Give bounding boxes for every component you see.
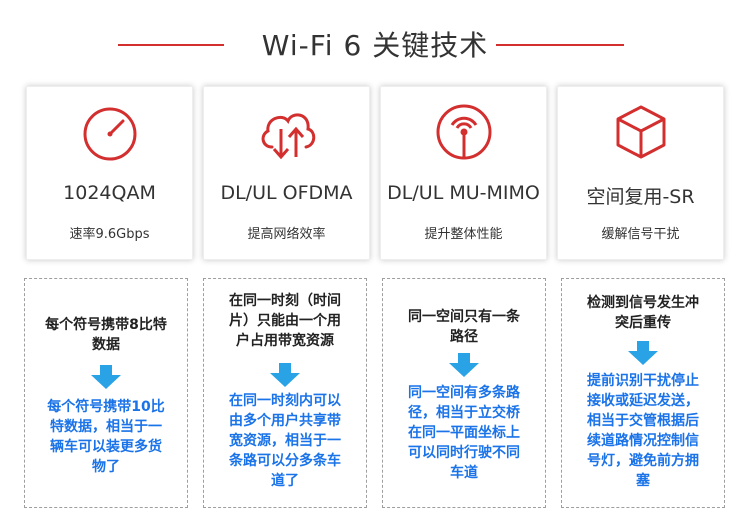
text-line: 户占用带宽资源 [236, 333, 334, 349]
text-line: 相当于交管根据后 [587, 413, 699, 429]
before-text: 在同一时刻（时间 片）只能由一个用 户占用带宽资源 [214, 291, 356, 351]
text-line: 同一空间只有一条 [408, 309, 520, 325]
text-line: 接收或延迟发送， [587, 393, 699, 409]
text-line: 路径 [450, 329, 478, 345]
title-divider-right [496, 44, 624, 46]
arrow-down-icon [270, 363, 300, 387]
feature-card-ofdma: DL/UL OFDMA 提高网络效率 [203, 86, 370, 260]
card-title: 1024QAM [63, 182, 156, 204]
compare-panel-1024qam: 每个符号携带8比特 数据 每个符号携带10比 特数据，相当于一 辆车可以装更多货… [24, 278, 188, 508]
feature-card-1024qam: 1024QAM 速率9.6Gbps [26, 86, 193, 260]
antenna-signal-icon [433, 101, 495, 163]
before-text: 每个符号携带8比特 数据 [35, 315, 177, 355]
text-line: 在同一平面坐标上 [408, 425, 520, 441]
card-title: DL/UL MU-MIMO [387, 182, 540, 204]
text-line: 片）只能由一个用 [229, 313, 341, 329]
text-line: 车道 [450, 465, 478, 481]
arrow-down-icon [449, 353, 479, 377]
text-line: 提前识别干扰停止 [587, 373, 699, 389]
after-text: 每个符号携带10比 特数据，相当于一 辆车可以装更多货 物了 [35, 397, 177, 477]
cube-icon [610, 101, 672, 163]
section-header: Wi-Fi 6 关键技术 [0, 18, 750, 70]
feature-card-mu-mimo: DL/UL MU-MIMO 提升整体性能 [380, 86, 547, 260]
after-text: 提前识别干扰停止 接收或延迟发送， 相当于交管根据后 续道路情况控制信 号灯，避… [572, 371, 714, 491]
text-line: 辆车可以装更多货 [50, 439, 162, 455]
text-line: 每个符号携带10比 [47, 399, 165, 415]
text-line: 续道路情况控制信 [587, 433, 699, 449]
card-description: 速率9.6Gbps [69, 227, 150, 242]
arrow-down-icon [91, 365, 121, 389]
text-line: 同一空间有多条路 [408, 385, 520, 401]
text-line: 在同一时刻（时间 [229, 293, 341, 309]
compare-panel-mu-mimo: 同一空间只有一条 路径 同一空间有多条路 径，相当于立交桥 在同一平面坐标上 可… [382, 278, 546, 508]
card-description: 提升整体性能 [424, 227, 503, 242]
title-divider-left [118, 44, 224, 46]
text-line: 径，相当于立交桥 [408, 405, 520, 421]
page-title: Wi-Fi 6 关键技术 [261, 29, 489, 62]
text-line: 塞 [636, 473, 650, 489]
text-line: 每个符号携带8比特 [45, 317, 167, 333]
after-text: 在同一时刻内可以 由多个用户共享带 宽资源，相当于一 条路可以分多条车 道了 [214, 391, 356, 491]
card-title: DL/UL OFDMA [220, 182, 353, 204]
text-line: 检测到信号发生冲 [587, 295, 699, 311]
text-line: 可以同时行驶不同 [408, 445, 520, 461]
text-line: 由多个用户共享带 [229, 413, 341, 429]
before-text: 同一空间只有一条 路径 [393, 307, 535, 347]
compare-panel-sr: 检测到信号发生冲 突后重传 提前识别干扰停止 接收或延迟发送， 相当于交管根据后… [561, 278, 725, 508]
before-text: 检测到信号发生冲 突后重传 [572, 293, 714, 333]
speedometer-icon [79, 101, 141, 163]
text-line: 突后重传 [615, 315, 671, 331]
text-line: 条路可以分多条车 [229, 453, 341, 469]
card-title: 空间复用-SR [586, 186, 695, 208]
text-line: 道了 [271, 473, 299, 489]
compare-panel-ofdma: 在同一时刻（时间 片）只能由一个用 户占用带宽资源 在同一时刻内可以 由多个用户… [203, 278, 367, 508]
text-line: 号灯，避免前方拥 [587, 453, 699, 469]
text-line: 数据 [92, 337, 120, 353]
after-text: 同一空间有多条路 径，相当于立交桥 在同一平面坐标上 可以同时行驶不同 车道 [393, 383, 535, 483]
text-line: 在同一时刻内可以 [229, 393, 341, 409]
cloud-updown-icon [256, 101, 318, 163]
card-description: 缓解信号干扰 [601, 227, 680, 242]
arrow-down-icon [628, 341, 658, 365]
text-line: 物了 [92, 459, 120, 475]
card-description: 提高网络效率 [247, 227, 326, 242]
feature-card-sr: 空间复用-SR 缓解信号干扰 [557, 86, 724, 260]
text-line: 宽资源，相当于一 [229, 433, 341, 449]
text-line: 特数据，相当于一 [50, 419, 162, 435]
